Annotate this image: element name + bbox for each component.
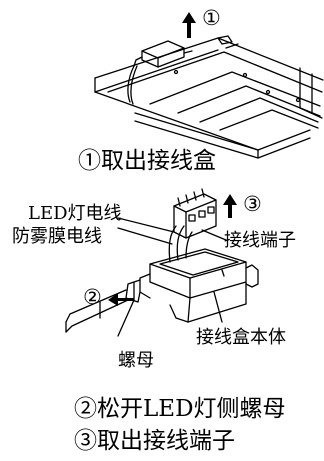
step1-caption: ①取出接线盒 — [78, 148, 216, 174]
step2-marker: ② — [83, 285, 102, 309]
label-box-body: 接线盒本体 — [196, 327, 286, 348]
label-terminal: 接线端子 — [224, 230, 296, 251]
label-nut: 螺母 — [118, 350, 154, 371]
label-led-line: LED灯电线 — [28, 203, 122, 224]
label-film-line: 防雾膜电线 — [12, 226, 102, 247]
step3-marker: ③ — [243, 192, 262, 216]
step1-marker: ① — [202, 6, 221, 30]
step2-caption: ②松开LED灯侧螺母 — [74, 396, 286, 422]
step3-caption: ③取出接线端子 — [74, 428, 235, 454]
